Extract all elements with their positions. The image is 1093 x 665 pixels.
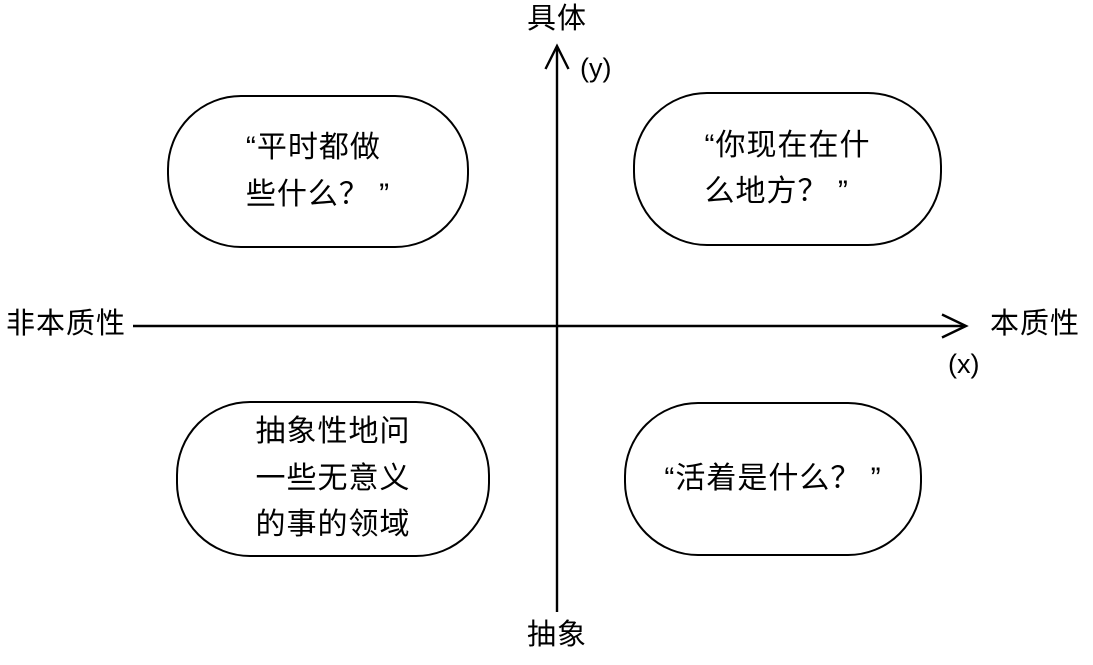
axis-label-abstract: 抽象 — [527, 619, 588, 651]
axis-label-nonessential: 非本质性 — [6, 308, 127, 340]
axis-sublabel-y: (y) — [580, 53, 612, 83]
bubble-top-left-text: “平时都做 些什么？ ” — [245, 131, 391, 211]
bubble-bottom-right: “活着是什么？ ” — [624, 402, 922, 556]
bubble-top-right-text: “你现在在什 么地方？ ” — [704, 128, 871, 209]
axis-sublabel-x: (x) — [948, 349, 980, 379]
y-axis-arrowhead — [544, 43, 570, 70]
axis-label-essential: 本质性 — [990, 308, 1081, 340]
bubble-top-left: “平时都做 些什么？ ” — [167, 95, 469, 248]
bubble-top-right: “你现在在什 么地方？ ” — [633, 92, 942, 246]
axis-label-concrete: 具体 — [527, 3, 588, 35]
x-axis-arrowhead — [941, 313, 969, 339]
bubble-bottom-left: 抽象性地问 一些无意义 的事的领域 — [176, 401, 490, 557]
bubble-bottom-right-text: “活着是什么？ ” — [664, 461, 882, 495]
bubble-bottom-left-text: 抽象性地问 一些无意义 的事的领域 — [255, 415, 411, 542]
